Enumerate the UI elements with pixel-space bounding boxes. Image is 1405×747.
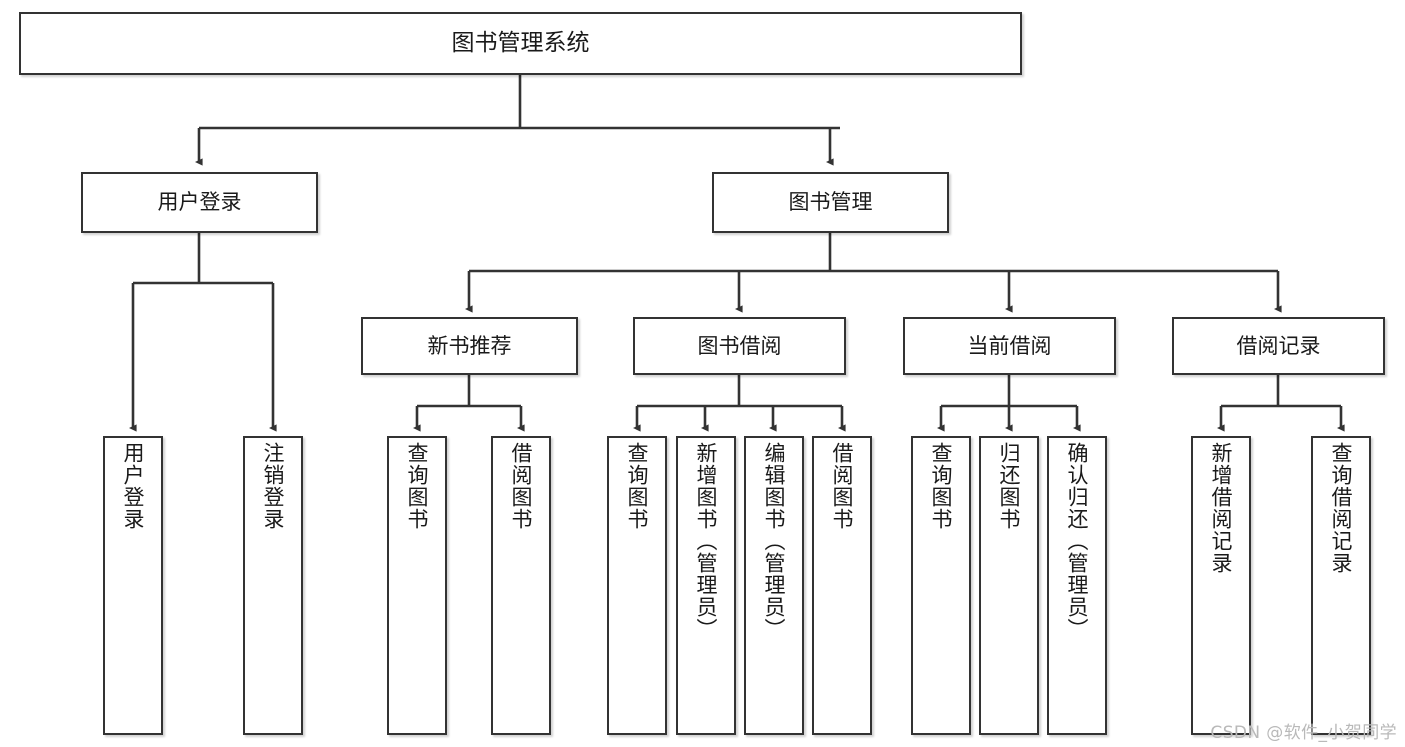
node-label: 借阅图书 bbox=[830, 442, 855, 530]
leaf-user-login[interactable]: 用户登录 bbox=[103, 436, 163, 735]
node-label: 用户登录 bbox=[157, 190, 242, 215]
leaf-borrow-book-recommend[interactable]: 借阅图书 bbox=[491, 436, 551, 735]
leaf-query-book-current[interactable]: 查询图书 bbox=[911, 436, 971, 735]
node-root-book-management-system[interactable]: 图书管理系统 bbox=[19, 12, 1022, 75]
node-label: 当前借阅 bbox=[967, 333, 1052, 358]
leaf-confirm-return-admin[interactable]: 确认归还（管理员） bbox=[1047, 436, 1107, 735]
leaf-query-book-recommend[interactable]: 查询图书 bbox=[387, 436, 447, 735]
node-label: 归还图书 bbox=[997, 442, 1022, 530]
node-book-borrow[interactable]: 图书借阅 bbox=[633, 317, 846, 375]
leaf-query-book-borrow[interactable]: 查询图书 bbox=[607, 436, 667, 735]
node-label: 图书借阅 bbox=[697, 333, 782, 358]
leaf-return-book[interactable]: 归还图书 bbox=[979, 436, 1039, 735]
leaf-logout-login[interactable]: 注销登录 bbox=[243, 436, 303, 735]
node-label: 借阅记录 bbox=[1236, 333, 1321, 358]
node-label: 借阅图书 bbox=[509, 442, 534, 530]
node-label: 查询图书 bbox=[625, 442, 650, 530]
leaf-add-book-admin[interactable]: 新增图书（管理员） bbox=[676, 436, 736, 735]
node-label: 用户登录 bbox=[121, 442, 146, 530]
node-label: 查询图书 bbox=[405, 442, 430, 530]
node-user-login[interactable]: 用户登录 bbox=[81, 172, 318, 233]
leaf-borrow-book[interactable]: 借阅图书 bbox=[812, 436, 872, 735]
node-label: 确认归还（管理员） bbox=[1065, 442, 1090, 640]
node-label: 注销登录 bbox=[261, 442, 286, 530]
node-label: 新增图书（管理员） bbox=[694, 442, 719, 640]
node-label: 新增借阅记录 bbox=[1209, 442, 1234, 574]
node-borrow-record[interactable]: 借阅记录 bbox=[1172, 317, 1385, 375]
leaf-edit-book-admin[interactable]: 编辑图书（管理员） bbox=[744, 436, 804, 735]
leaf-query-borrow-record[interactable]: 查询借阅记录 bbox=[1311, 436, 1371, 735]
node-label: 查询借阅记录 bbox=[1329, 442, 1354, 574]
node-label: 图书管理 bbox=[788, 190, 873, 215]
node-label: 查询图书 bbox=[929, 442, 954, 530]
node-book-management[interactable]: 图书管理 bbox=[712, 172, 949, 233]
node-label: 图书管理系统 bbox=[451, 29, 590, 56]
node-label: 新书推荐 bbox=[427, 333, 512, 358]
node-label: 编辑图书（管理员） bbox=[762, 442, 787, 640]
node-current-borrow[interactable]: 当前借阅 bbox=[903, 317, 1116, 375]
node-new-book-recommend[interactable]: 新书推荐 bbox=[361, 317, 578, 375]
leaf-add-borrow-record[interactable]: 新增借阅记录 bbox=[1191, 436, 1251, 735]
